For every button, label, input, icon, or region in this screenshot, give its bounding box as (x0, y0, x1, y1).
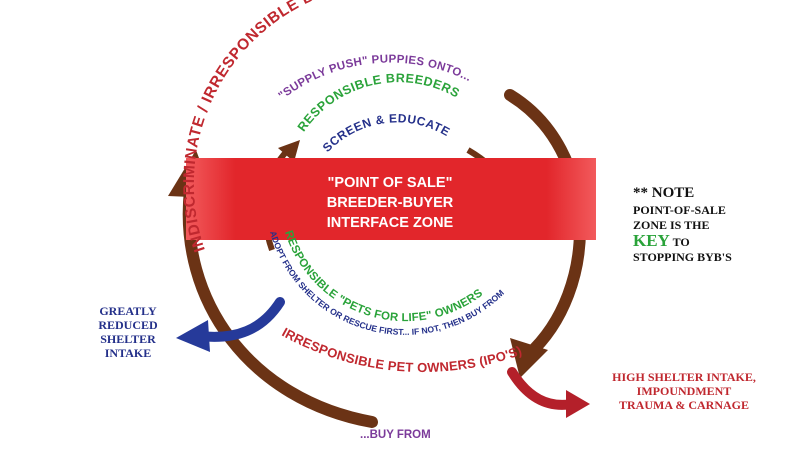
note-line4: STOPPING BYB'S (633, 250, 732, 264)
reduced-intake-line: SHELTER (100, 332, 156, 346)
point-of-sale-band (186, 158, 596, 240)
reduced-intake-label: GREATLY REDUCED SHELTER INTAKE (84, 304, 172, 360)
note-key-word: KEY (633, 231, 670, 250)
high-intake-arrowhead (566, 390, 590, 418)
screen-educate-label: SCREEN & EDUCATE (320, 111, 453, 154)
point-of-sale-line2: BREEDER-BUYER (327, 195, 454, 211)
note-to: TO (672, 235, 690, 249)
reduced-intake-line: INTAKE (104, 346, 152, 360)
reduced-intake-arrowhead (176, 320, 210, 352)
note-heading: ** NOTE (633, 185, 695, 201)
reduced-intake-line: REDUCED (98, 318, 158, 332)
high-intake-arrow (507, 367, 577, 410)
high-intake-line: HIGH SHELTER INTAKE, (612, 370, 756, 384)
note-line2: ZONE IS THE (633, 218, 710, 232)
note-line3: KEY TO (633, 231, 793, 250)
reduced-intake-line: GREATLY (99, 304, 157, 318)
outer-right-arrowhead (510, 338, 548, 378)
point-of-sale-line3: INTERFACE ZONE (327, 215, 454, 231)
key-note: ** NOTE POINT-OF-SALE ZONE IS THE KEY TO… (633, 186, 793, 265)
pets-for-life-label: RESPONSIBLE "PETS FOR LIFE" OWNERS (282, 229, 485, 324)
point-of-sale-line1: "POINT OF SALE" (328, 175, 453, 191)
high-intake-line: TRAUMA & CARNAGE (619, 398, 749, 412)
inner-left-arrowhead (278, 140, 300, 162)
buy-from-label: ...BUY FROM (360, 429, 431, 441)
high-intake-line: IMPOUNDMENT (636, 384, 732, 398)
high-intake-label: HIGH SHELTER INTAKE, IMPOUNDMENT TRAUMA … (584, 370, 784, 412)
note-line1: POINT-OF-SALE (633, 203, 726, 217)
reduced-intake-arrow (195, 297, 285, 342)
